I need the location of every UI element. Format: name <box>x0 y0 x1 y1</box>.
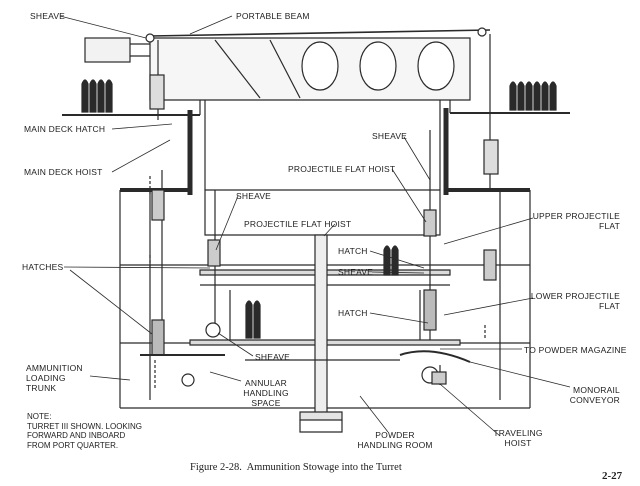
projectile-group-upper <box>383 245 399 276</box>
label-ammunition-loading-trunk: AMMUNITION LOADING TRUNK <box>26 363 83 393</box>
projectile-group-lower <box>245 300 261 339</box>
turret-gunhouse <box>149 37 471 190</box>
main-deck-hoist-right <box>483 34 499 281</box>
portable-beam <box>145 27 491 43</box>
label-main-deck-hoist: MAIN DECK HOIST <box>24 167 103 177</box>
label-projectile-flat-hoist-top: PROJECTILE FLAT HOIST <box>288 164 396 174</box>
label-hatches: HATCHES <box>22 262 64 272</box>
label-to-powder-magazine: TO POWDER MAGAZINE <box>524 345 627 355</box>
projectile-flat-hoist-right <box>421 130 439 384</box>
label-sheave-right: SHEAVE <box>372 131 408 141</box>
label-hatch-2: HATCH <box>338 308 368 318</box>
leader-lines <box>59 15 571 437</box>
label-annular-handling-space: ANNULAR HANDLING SPACE <box>243 378 289 408</box>
center-column <box>245 234 400 433</box>
label-lower-projectile-flat: LOWER PROJECTILE FLAT <box>530 291 620 311</box>
page-number: 2-27 <box>602 470 623 482</box>
label-sheave-center: SHEAVE <box>338 267 374 277</box>
diagram-note: NOTE: TURRET III SHOWN. LOOKING FORWARD … <box>27 412 142 450</box>
figure-caption: Figure 2-28. Ammunition Stowage into the… <box>190 462 402 473</box>
label-powder-handling-room: POWDER HANDLING ROOM <box>357 430 433 450</box>
main-deck-hoist-left <box>149 40 165 356</box>
barbette-walls <box>120 108 530 195</box>
label-projectile-flat-hoist-mid: PROJECTILE FLAT HOIST <box>244 219 352 229</box>
label-sheave-mid: SHEAVE <box>236 191 272 201</box>
label-portable-beam: PORTABLE BEAM <box>236 11 310 21</box>
ammunition-loading-trunk <box>140 354 225 390</box>
label-main-deck-hatch: MAIN DECK HATCH <box>24 124 106 134</box>
label-upper-projectile-flat: UPPER PROJECTILE FLAT <box>532 211 620 231</box>
label-sheave-lower: SHEAVE <box>255 352 291 362</box>
main-deck <box>62 100 570 116</box>
label-hatch-1: HATCH <box>338 246 368 256</box>
label-monorail-conveyor: MONORAIL CONVEYOR <box>569 385 620 405</box>
monorail-conveyor <box>399 350 471 385</box>
left-container <box>84 37 150 63</box>
label-traveling-hoist: TRAVELING HOIST <box>493 428 543 448</box>
label-sheave-top: SHEAVE <box>30 11 66 21</box>
projectile-stack-left <box>81 79 113 113</box>
projectile-stack-right <box>509 81 557 111</box>
